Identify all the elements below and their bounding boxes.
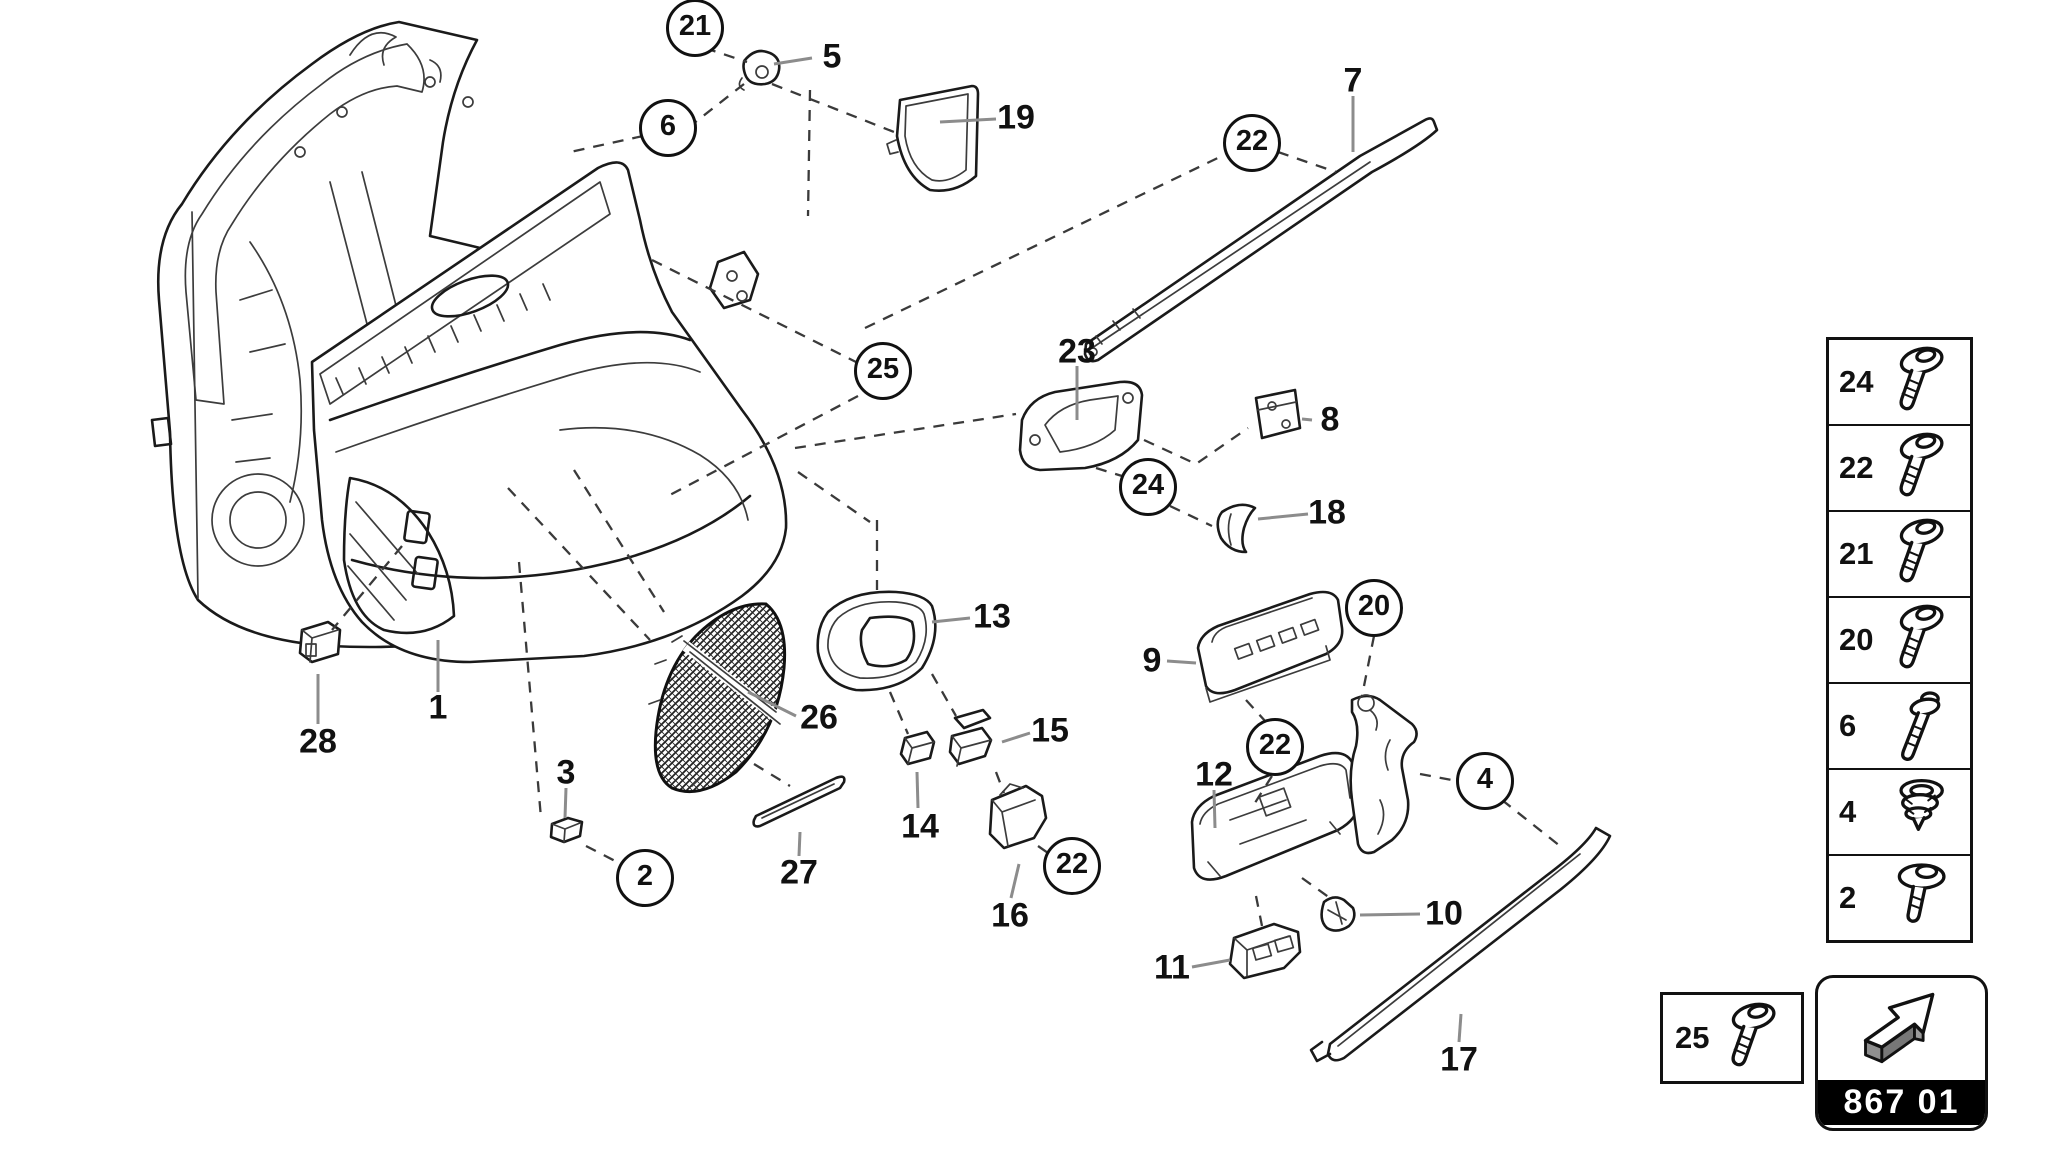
- fastener-row-4[interactable]: 4: [1829, 768, 1970, 854]
- part-26-speaker-grille-drawing: [648, 602, 787, 794]
- part-27-trim-insert-drawing: [752, 775, 846, 828]
- callout-plain-28[interactable]: 28: [299, 722, 337, 761]
- fastener-label: 21: [1839, 536, 1874, 571]
- part-9-window-switch-panel-drawing: [1196, 590, 1344, 703]
- fastener-row-2[interactable]: 2: [1829, 854, 1970, 940]
- fastener-row-20[interactable]: 20: [1829, 596, 1970, 682]
- callout-circled-22[interactable]: 22: [1223, 114, 1281, 172]
- callout-plain-16[interactable]: 16: [991, 896, 1029, 935]
- callout-circled-21[interactable]: 21: [666, 0, 724, 57]
- callout-circled-24[interactable]: 24: [1119, 458, 1177, 516]
- part-14-clip-drawing: [899, 730, 936, 766]
- fastener-row-21[interactable]: 21: [1829, 510, 1970, 596]
- part-18-handle-cap-drawing: [1216, 503, 1257, 554]
- part-10-grommet-drawing: [1320, 896, 1356, 932]
- fastener-label: 2: [1839, 880, 1857, 915]
- fastener-label: 22: [1839, 450, 1874, 485]
- fastener-label: 20: [1839, 622, 1874, 657]
- callout-plain-5[interactable]: 5: [822, 37, 842, 76]
- callout-circled-4[interactable]: 4: [1456, 752, 1514, 810]
- callout-plain-12[interactable]: 12: [1195, 755, 1233, 794]
- screw-washer-icon: [1887, 860, 1953, 936]
- callout-plain-26[interactable]: 26: [800, 698, 838, 737]
- part-19-tweeter-trim-drawing: [886, 84, 980, 192]
- callout-plain-10[interactable]: 10: [1425, 894, 1463, 933]
- part-11-switch-block-drawing: [1228, 922, 1302, 980]
- part-23-inner-handle-drawing: [1018, 380, 1144, 472]
- callout-plain-19[interactable]: 19: [997, 98, 1035, 137]
- leader-lines: [316, 56, 1463, 1043]
- screw-stud-icon: [1887, 688, 1953, 764]
- callout-plain-7[interactable]: 7: [1343, 61, 1363, 100]
- callout-plain-13[interactable]: 13: [973, 597, 1011, 636]
- assembly-dashed-lines: [331, 46, 1561, 927]
- fastener-label: 25: [1675, 1020, 1710, 1055]
- part-7-upper-trim-strip-drawing: [1083, 117, 1439, 363]
- part-13-handle-cup-drawing: [816, 590, 937, 692]
- grommet-icon: [1887, 774, 1953, 850]
- fastener-label: 6: [1839, 708, 1857, 743]
- callout-plain-9[interactable]: 9: [1142, 641, 1162, 680]
- screw-pan-icon: [1887, 602, 1953, 678]
- screw-pan-icon: [1887, 430, 1953, 506]
- fastener-label: 24: [1839, 364, 1874, 399]
- part-16-lock-switch-drawing: [988, 783, 1048, 850]
- callout-circled-22[interactable]: 22: [1246, 718, 1304, 776]
- callout-circled-20[interactable]: 20: [1345, 579, 1403, 637]
- callout-plain-14[interactable]: 14: [901, 807, 939, 846]
- screw-pan-icon: [1887, 516, 1953, 592]
- callout-plain-3[interactable]: 3: [556, 753, 576, 792]
- callout-circled-22[interactable]: 22: [1043, 837, 1101, 895]
- part-28-switch-drawing: [298, 620, 342, 664]
- part-8-bracket-drawing: [1254, 388, 1302, 440]
- callout-plain-27[interactable]: 27: [780, 853, 818, 892]
- callout-circled-6[interactable]: 6: [639, 99, 697, 157]
- callout-plain-18[interactable]: 18: [1308, 493, 1346, 532]
- callout-plain-8[interactable]: 8: [1320, 400, 1340, 439]
- fastener-row-24[interactable]: 24: [1829, 340, 1970, 424]
- fastener-legend: 24 22 21 20 6 4 2: [1826, 337, 1973, 943]
- section-code: 867 01: [1818, 1080, 1985, 1125]
- part-3-clip-drawing: [549, 816, 584, 844]
- fastener-label: 4: [1839, 794, 1857, 829]
- callout-circled-2[interactable]: 2: [616, 849, 674, 907]
- screw-pan-icon: [1887, 344, 1953, 420]
- arrow-3d-icon: [1818, 978, 1985, 1080]
- callout-plain-15[interactable]: 15: [1031, 711, 1069, 750]
- section-badge[interactable]: 867 01: [1815, 975, 1988, 1131]
- callout-circled-25[interactable]: 25: [854, 342, 912, 400]
- part-15-clip-drawing: [948, 708, 993, 767]
- callout-plain-1[interactable]: 1: [428, 688, 448, 727]
- callout-plain-11[interactable]: 11: [1154, 948, 1190, 987]
- fastener-row-22[interactable]: 22: [1829, 424, 1970, 510]
- callout-plain-17[interactable]: 17: [1440, 1040, 1478, 1079]
- callout-plain-23[interactable]: 23: [1058, 332, 1096, 371]
- part-5-clip-drawing: [738, 49, 781, 91]
- fastener-row-6[interactable]: 6: [1829, 682, 1970, 768]
- screw-pan-icon: [1719, 1000, 1785, 1076]
- part-17-sill-trim-strip-drawing: [1309, 826, 1612, 1063]
- door-trim-panel-drawing: [310, 161, 788, 664]
- fastener-inset-box-25[interactable]: 25: [1660, 992, 1804, 1084]
- part-grab-handle-bracket-drawing: [1349, 694, 1418, 855]
